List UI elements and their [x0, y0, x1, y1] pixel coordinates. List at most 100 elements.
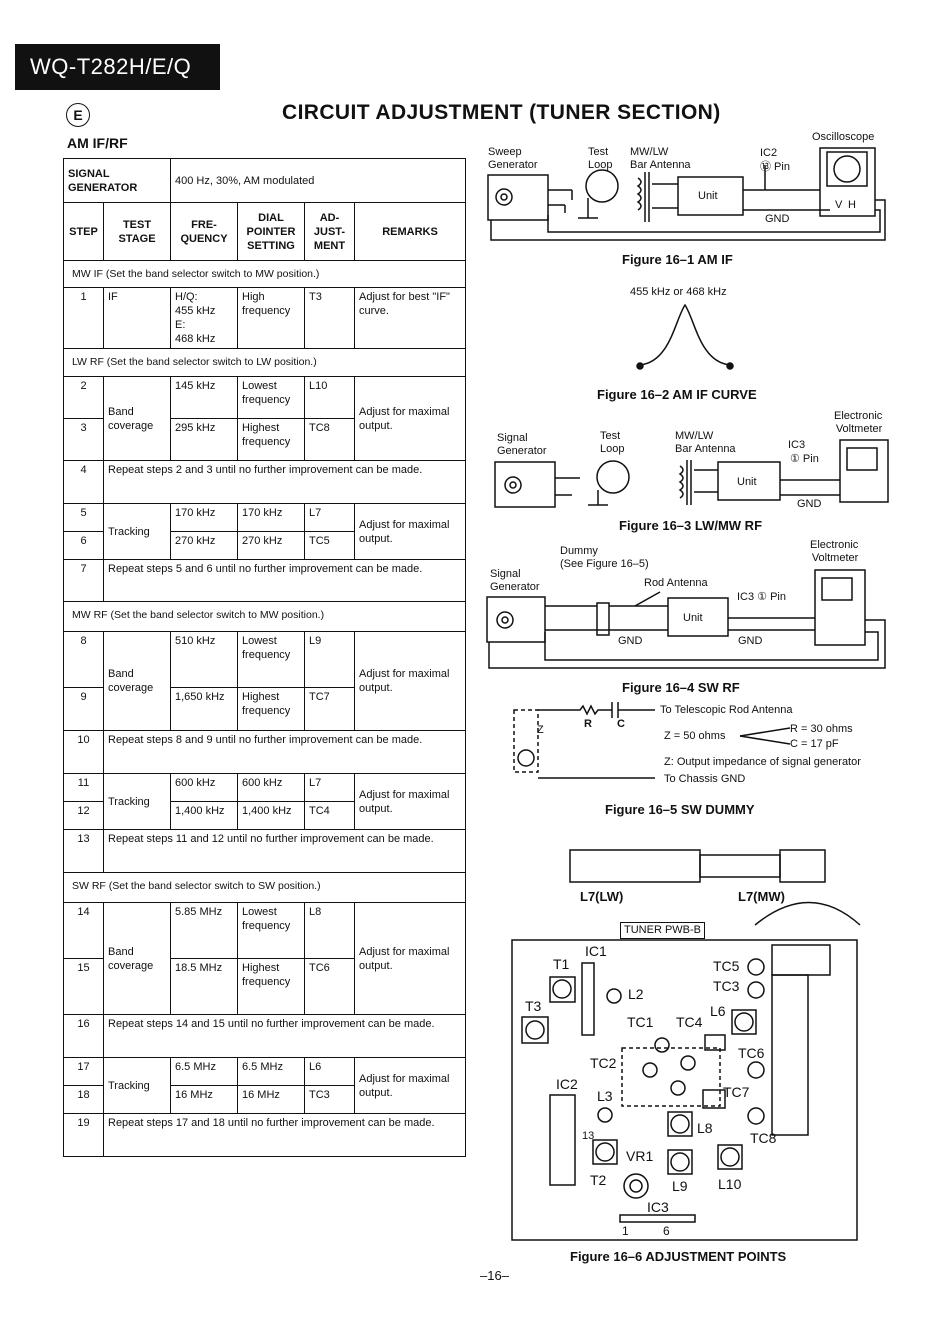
remarks-cell: Adjust for maximal output. [353, 631, 467, 731]
fig1-gnd-label: GND [765, 213, 790, 225]
adj-cell: L8 [304, 902, 355, 959]
part-t2: T2 [590, 1172, 607, 1188]
page-number: –16– [480, 1268, 509, 1283]
freq-cell: 295 kHz [170, 418, 238, 461]
coil-l7-lw [569, 849, 701, 883]
remarks-cell: Adjust for maximal output. [353, 376, 467, 461]
fig6-l7mw-label: L7(MW) [738, 889, 785, 904]
adj-cell: TC6 [304, 958, 355, 1015]
table-row: 2 Band coverage 145 kHz Lowest frequency… [63, 376, 467, 461]
part-ic2: IC2 [556, 1076, 578, 1092]
fig1-unit-label: Unit [698, 190, 718, 202]
part-l6: L6 [710, 1003, 726, 1019]
figure-16-6-diagram [511, 849, 861, 1241]
part-tc7: TC7 [723, 1084, 750, 1100]
figure-16-3-caption: Figure 16–3 LW/MW RF [619, 518, 763, 533]
fig2-freq-label: 455 kHz or 468 kHz [630, 286, 727, 298]
unit-box-1 [677, 176, 744, 216]
fig1-scope-label: Oscilloscope [812, 131, 875, 143]
repeat-cell: Repeat steps 14 and 15 until no further … [102, 1014, 467, 1058]
oscilloscope-box [819, 147, 876, 217]
dummy-dashed-box [513, 709, 539, 773]
fig1-antenna-label: MW/LW Bar Antenna [630, 146, 691, 171]
stage-cell: Band coverage [103, 631, 171, 731]
fig5-r-value: R = 30 ohms [790, 723, 853, 735]
fig4-gen-label: Signal Generator [490, 568, 540, 593]
freq-cell: 18.5 MHz [170, 958, 238, 1015]
dial-cell: Highest frequency [237, 958, 305, 1015]
fig6-pwb-label: TUNER PWB-B [620, 922, 705, 939]
fig5-c-value: C = 17 pF [790, 738, 839, 750]
dial-cell: 6.5 MHz [237, 1057, 305, 1086]
step-cell: 10 [63, 730, 104, 774]
page-title: CIRCUIT ADJUSTMENT (TUNER SECTION) [282, 101, 721, 124]
table-row: 11 Tracking 600 kHz 600 kHz L7 Adjust fo… [63, 773, 467, 830]
figure-16-3-diagram [494, 439, 889, 508]
fig3-pin-label: ① Pin [790, 453, 819, 465]
step-cell: 16 [63, 1014, 104, 1058]
table-row: 6 270 kHz 270 kHz TC5 [63, 531, 466, 560]
ic1-strip [581, 962, 595, 1036]
figure-16-4-caption: Figure 16–4 SW RF [622, 680, 740, 695]
fig5-r-label: R [584, 718, 592, 730]
sweep-output-jack [495, 188, 513, 206]
remarks-cell: Adjust for maximal output. [353, 1057, 467, 1114]
tuner-pwb-outline [511, 939, 858, 1241]
part-ic3: IC3 [647, 1199, 669, 1215]
remarks-cell: Adjust for best "IF" curve. [353, 287, 467, 349]
freq-cell: 170 kHz [170, 503, 238, 532]
adj-cell: TC5 [304, 531, 355, 560]
fig5-z-label: Z [537, 724, 544, 736]
part-l9: L9 [672, 1178, 688, 1194]
dial-cell: 600 kHz [237, 773, 305, 802]
signal-generator-value: 400 Hz, 30%, AM modulated [169, 158, 467, 203]
signal-generator-box [494, 461, 556, 508]
fig3-gen-label: Signal Generator [497, 432, 547, 457]
fig1-h-label: H [848, 199, 856, 211]
step-cell: 18 [63, 1085, 104, 1114]
fig3-ic-label: IC3 [788, 439, 806, 451]
figure-16-4-diagram [486, 569, 886, 669]
bar-antenna-coil-2 [678, 465, 684, 499]
stage-cell: Band coverage [103, 902, 171, 1015]
section-mw-if: MW IF (Set the band selector switch to M… [62, 260, 467, 288]
step-cell: 3 [63, 418, 104, 461]
remarks-cell: Adjust for maximal output. [353, 902, 467, 1015]
bar-core [771, 974, 809, 1136]
figure-16-1-diagram [487, 147, 886, 241]
figure-16-5-caption: Figure 16–5 SW DUMMY [605, 802, 755, 817]
part-tc5: TC5 [713, 958, 740, 974]
part-tc4: TC4 [676, 1014, 703, 1030]
step-cell: 15 [63, 958, 104, 1015]
table-row: 17 Tracking 6.5 MHz 6.5 MHz L6 Adjust fo… [63, 1057, 467, 1114]
adj-cell: L6 [304, 1057, 355, 1086]
region-mark: E [66, 103, 90, 127]
dial-cell: 170 kHz [237, 503, 305, 532]
table-row: 15 18.5 MHz Highest frequency TC6 [63, 958, 466, 1015]
fig3-gnd-label: GND [797, 498, 822, 510]
remarks-cell: Adjust for maximal output. [353, 503, 467, 560]
test-loop-2 [596, 460, 630, 494]
adjustment-table: SIGNAL GENERATOR 400 Hz, 30%, AM modulat… [62, 158, 467, 1157]
col-remarks: REMARKS [353, 202, 467, 261]
voltmeter-box-2 [814, 569, 866, 646]
table-row: 7 Repeat steps 5 and 6 until no further … [63, 559, 467, 602]
ic2-chip [549, 1094, 576, 1186]
freq-cell: 145 kHz [170, 376, 238, 419]
step-cell: 17 [63, 1057, 104, 1086]
section-sw-rf: SW RF (Set the band selector switch to S… [62, 872, 467, 903]
repeat-cell: Repeat steps 5 and 6 until no further im… [102, 559, 467, 602]
adj-cell: T3 [304, 287, 355, 349]
stage-cell: Tracking [103, 1057, 171, 1114]
part-vr1: VR1 [626, 1148, 654, 1164]
table-header: STEP TEST STAGE FRE- QUENCY DIAL POINTER… [63, 202, 467, 261]
freq-cell: 270 kHz [170, 531, 238, 560]
part-l8: L8 [697, 1120, 713, 1136]
coil-l7-mw [779, 849, 826, 883]
figure-16-5-diagram [513, 702, 791, 779]
freq-cell: 1,650 kHz [170, 687, 238, 731]
part-tc1: TC1 [627, 1014, 654, 1030]
dial-cell: High frequency [237, 287, 305, 349]
repeat-cell: Repeat steps 8 and 9 until no further im… [102, 730, 467, 774]
